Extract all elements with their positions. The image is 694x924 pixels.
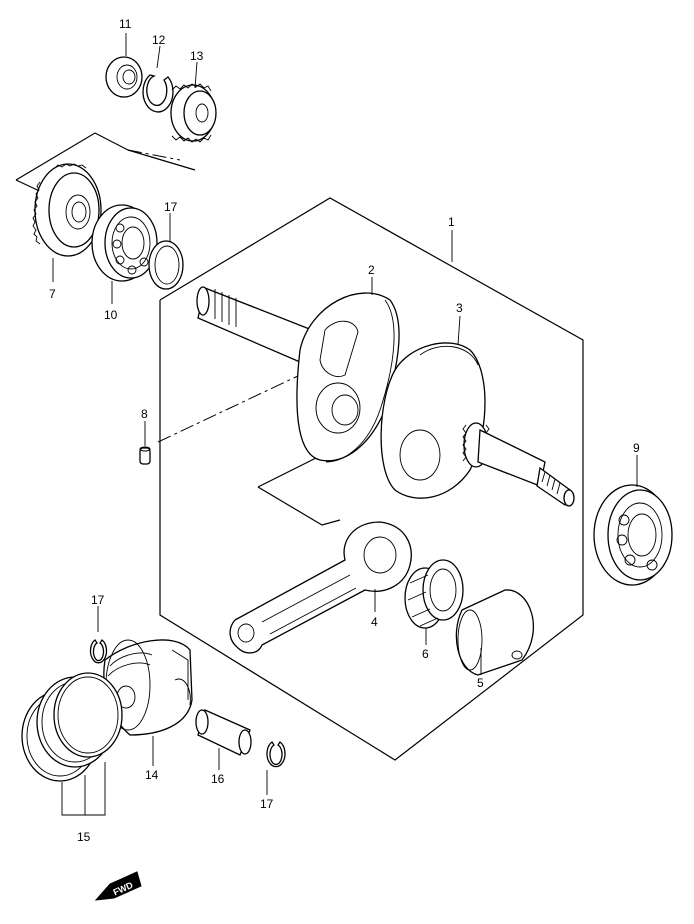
callout-labels: 11 12 13 1 17 2 3 7 10 8 9 4 6 5 17 14 1… [49,17,640,844]
callout-10: 10 [104,308,118,322]
callout-4: 4 [371,615,378,629]
part-15-piston-rings [21,672,123,816]
callout-6: 6 [422,647,429,661]
part-4-connecting-rod [229,521,412,654]
callout-1: 1 [448,215,455,229]
callout-3: 3 [456,301,463,315]
part-3-right-crank-web [380,342,575,507]
callout-12: 12 [152,33,166,47]
part-10-bearing [91,204,158,282]
part-17-circlip-lower [266,741,286,768]
callout-11: 11 [119,17,132,31]
part-12-circlip [142,74,174,113]
part-16-piston-pin [195,709,252,756]
callout-15: 15 [77,830,91,844]
part-5-crank-pin [455,589,535,676]
crankshaft-assembly-outline [159,197,584,761]
callout-17-upper: 17 [91,593,105,607]
callout-18: 17 [164,200,178,214]
callout-8: 8 [141,407,148,421]
callout-13: 13 [190,49,204,63]
part-2-left-crank-web [196,286,400,463]
part-17-circlip-upper [89,639,108,664]
callout-7: 7 [49,287,56,301]
callout-16: 16 [211,772,225,786]
part-7-large-gear [32,163,102,257]
fwd-arrow-badge: FWD [94,871,142,901]
part-8-pin [139,446,151,465]
callout-17-lower: 17 [260,797,274,811]
callout-14: 14 [145,768,159,782]
part-18-washer [148,240,184,290]
callout-2: 2 [368,263,375,277]
callout-9: 9 [633,441,640,455]
leader-lines [52,33,638,795]
callout-5: 5 [477,676,484,690]
part-11-bearing [105,56,143,98]
part-9-bearing [593,484,673,586]
part-13-gear [170,83,217,143]
part-6-needle-bearing [404,559,464,629]
